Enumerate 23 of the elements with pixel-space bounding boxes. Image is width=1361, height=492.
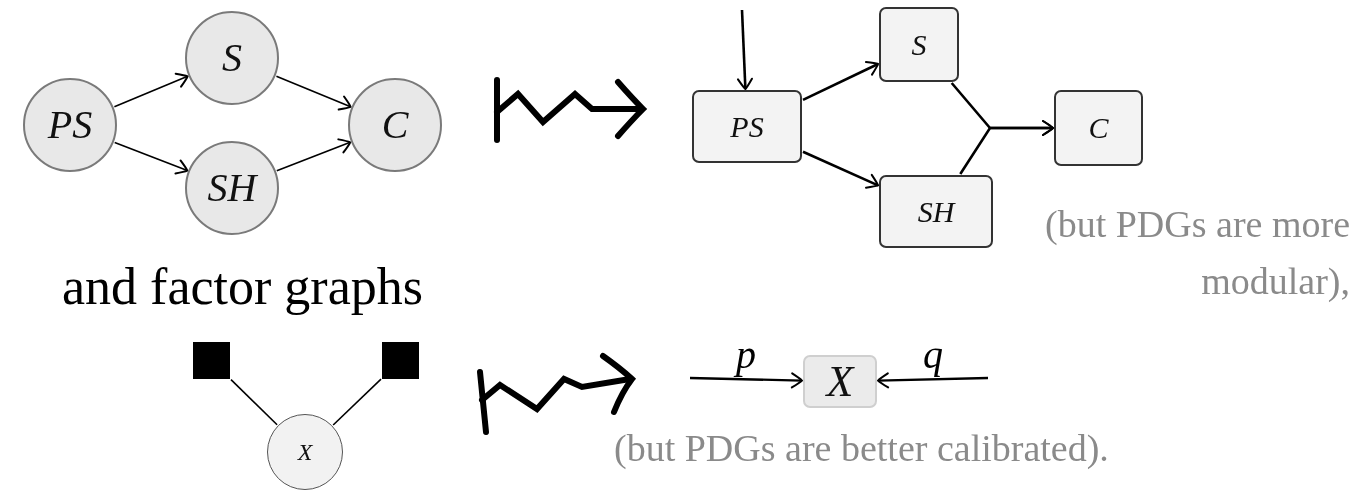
variable-label: X — [826, 359, 854, 404]
variable-box — [879, 175, 993, 248]
variable-box — [803, 355, 877, 408]
variable-label: X — [297, 440, 313, 464]
variable-label: SH — [917, 196, 955, 227]
variable-label: S — [222, 38, 242, 78]
variable-label: PS — [730, 111, 764, 142]
variable-circle — [267, 414, 343, 490]
connector-line — [332, 378, 382, 426]
variable-label: PS — [47, 105, 93, 145]
note-text: (but PDGs are better calibrated). — [614, 426, 1110, 471]
variable-box — [1054, 90, 1143, 166]
variable-label: C — [1088, 113, 1109, 143]
note-text: and factor graphs — [62, 257, 424, 317]
variable-label: S — [911, 29, 927, 60]
variable-label: C — [381, 105, 409, 145]
factor-square — [382, 342, 419, 379]
note-text: (but PDGs are more modular), — [1044, 202, 1350, 304]
variable-box — [879, 7, 959, 82]
variable-box — [692, 90, 802, 163]
connector-line — [230, 378, 278, 426]
factor-square — [193, 342, 230, 379]
variable-label: SH — [207, 168, 257, 208]
